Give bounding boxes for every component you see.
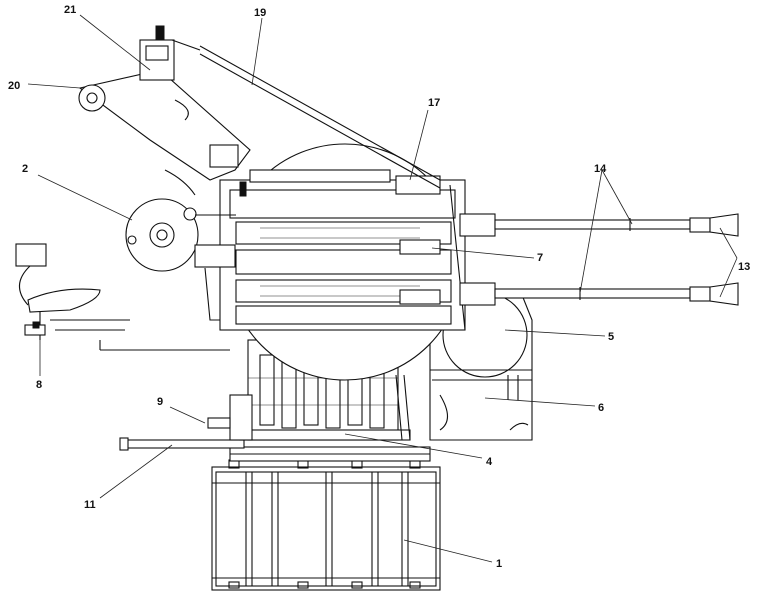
callout-4: 4 [486,456,493,468]
callout-7: 7 [537,252,543,264]
barrels [459,213,739,306]
gunner-seat [15,243,230,351]
callout-8: 8 [36,379,42,391]
cradle-receiver [219,143,466,381]
pedestal-base [211,446,441,591]
callout-21: 21 [64,4,76,16]
callout-13: 13 [738,261,750,273]
callout-19: 19 [254,7,266,19]
callout-9: 9 [157,396,163,408]
elevation-handwheel [125,198,236,321]
callout-17: 17 [428,97,440,109]
callout-20: 20 [8,80,20,92]
callout-11: 11 [84,499,96,511]
callout-2: 2 [22,163,28,175]
sight-arm-assembly [78,25,441,196]
callout-1: 1 [496,558,502,570]
callout-14: 14 [594,163,607,175]
leader-lines [27,14,738,563]
callout-5: 5 [608,331,614,343]
callout-6: 6 [598,402,604,414]
traverse-handle-tube [119,437,245,451]
callout-labels: 1 2 4 5 6 7 8 9 11 13 14 17 19 20 21 [8,4,750,570]
